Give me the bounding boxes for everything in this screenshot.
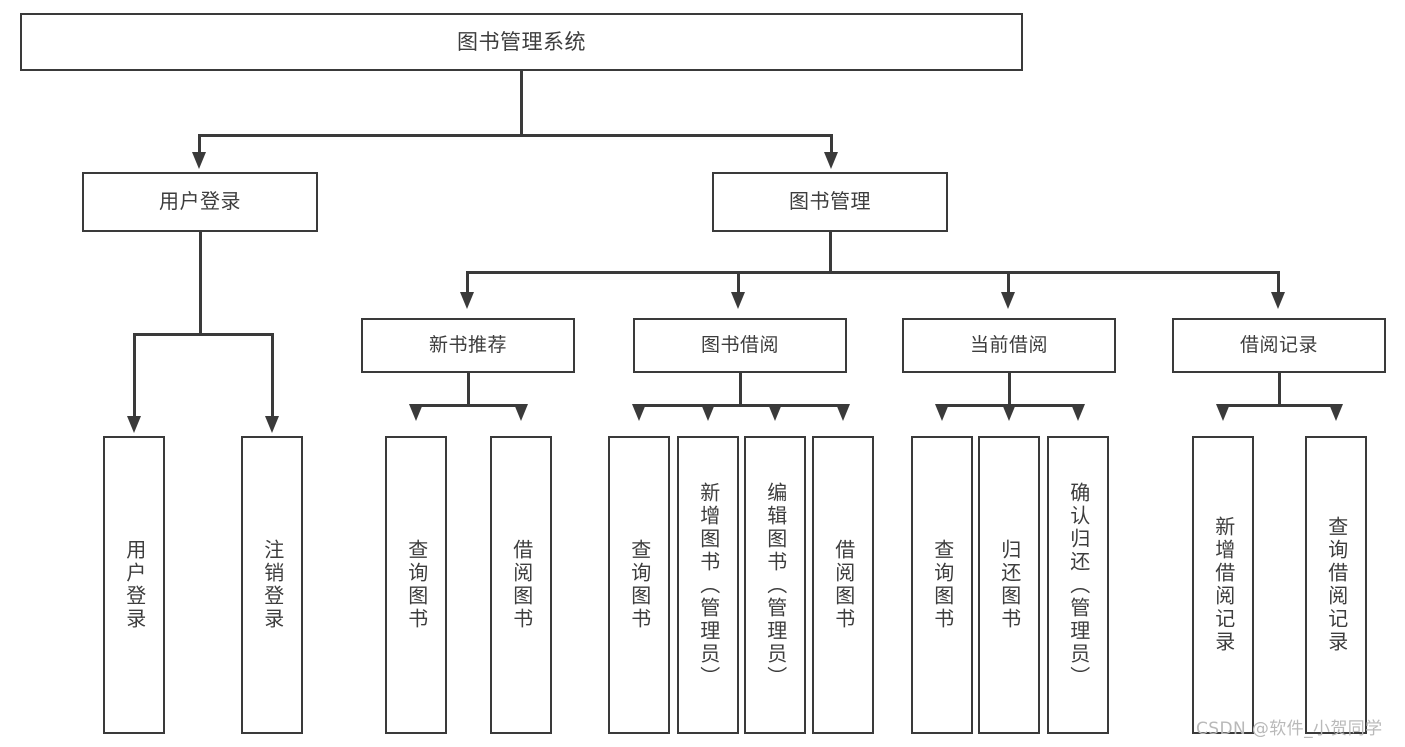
csdn-watermark: CSDN @软件_小贺同学 [1196,719,1383,739]
connector-book-mgmt-drop-2 [737,271,740,295]
node-borrow-records-label: 借阅记录 [1239,334,1318,357]
arrow-new-book-leaf-2 [514,404,528,421]
arrow-root-to-user-login [192,152,206,169]
leaf-new-book-2[interactable]: 借阅图书 [490,436,552,734]
node-new-book-recommend-label: 新书推荐 [428,334,507,357]
node-book-management-label: 图书管理 [789,189,871,214]
leaf-current-borrow-2-label: 归还图书 [997,539,1022,631]
node-current-borrow[interactable]: 当前借阅 [902,318,1116,373]
node-borrow-records[interactable]: 借阅记录 [1172,318,1386,373]
leaf-book-borrow-2[interactable]: 新增图书（管理员） [677,436,739,734]
connector-borrow-records-bar [1222,404,1336,407]
connector-user-login-stem [199,232,202,335]
leaf-book-borrow-2-label: 新增图书（管理员） [696,481,721,689]
leaf-borrow-records-1[interactable]: 新增借阅记录 [1192,436,1254,734]
node-current-borrow-label: 当前借阅 [969,334,1048,357]
arrow-book-borrow-leaf-4 [836,404,850,421]
leaf-current-borrow-1[interactable]: 查询图书 [911,436,973,734]
connector-new-book-bar [415,404,521,407]
arrow-book-mgmt-to-borrow-records [1271,292,1285,309]
connector-user-login-drop-1 [133,333,136,418]
node-user-login[interactable]: 用户登录 [82,172,318,232]
leaf-user-login-2[interactable]: 注销登录 [241,436,303,734]
arrow-current-borrow-leaf-2 [1002,404,1016,421]
leaf-current-borrow-3[interactable]: 确认归还（管理员） [1047,436,1109,734]
connector-borrow-records-stem [1278,373,1281,406]
leaf-user-login-1-label: 用户登录 [122,539,147,631]
arrow-current-borrow-leaf-3 [1071,404,1085,421]
leaf-book-borrow-3-label: 编辑图书（管理员） [763,481,788,689]
leaf-current-borrow-1-label: 查询图书 [930,539,955,631]
node-user-login-label: 用户登录 [159,189,241,214]
arrow-book-mgmt-to-book-borrow [731,292,745,309]
connector-book-mgmt-drop-4 [1277,271,1280,295]
leaf-book-borrow-1-label: 查询图书 [627,539,652,631]
leaf-current-borrow-2[interactable]: 归还图书 [978,436,1040,734]
connector-root-to-user-login [198,134,201,154]
connector-book-borrow-stem [739,373,742,406]
connector-root-stem [520,71,523,136]
connector-root-to-book-mgmt [830,134,833,154]
connector-new-book-stem [467,373,470,406]
arrow-new-book-leaf-1 [409,404,423,421]
connector-book-borrow-bar [638,404,842,407]
arrow-borrow-records-leaf-2 [1329,404,1343,421]
arrow-current-borrow-leaf-1 [935,404,949,421]
leaf-book-borrow-3[interactable]: 编辑图书（管理员） [744,436,806,734]
arrow-book-borrow-leaf-1 [632,404,646,421]
arrow-book-borrow-leaf-2 [701,404,715,421]
arrow-book-mgmt-to-new-book [460,292,474,309]
arrow-book-borrow-leaf-3 [768,404,782,421]
node-book-borrow[interactable]: 图书借阅 [633,318,847,373]
connector-book-mgmt-stem [829,232,832,273]
leaf-borrow-records-2-label: 查询借阅记录 [1324,516,1349,654]
leaf-book-borrow-4[interactable]: 借阅图书 [812,436,874,734]
leaf-user-login-1[interactable]: 用户登录 [103,436,165,734]
arrow-book-mgmt-to-current-borrow [1001,292,1015,309]
leaf-new-book-1-label: 查询图书 [404,539,429,631]
connector-current-borrow-stem [1008,373,1011,406]
connector-book-mgmt-bar [466,271,1278,274]
node-root-label: 图书管理系统 [457,29,586,54]
leaf-user-login-2-label: 注销登录 [260,539,285,631]
arrow-user-login-leaf-2 [265,416,279,433]
node-book-management[interactable]: 图书管理 [712,172,948,232]
leaf-current-borrow-3-label: 确认归还（管理员） [1066,481,1091,689]
leaf-borrow-records-2[interactable]: 查询借阅记录 [1305,436,1367,734]
arrow-borrow-records-leaf-1 [1216,404,1230,421]
node-book-borrow-label: 图书借阅 [700,334,779,357]
connector-user-login-bar [133,333,273,336]
arrow-root-to-book-mgmt [824,152,838,169]
node-new-book-recommend[interactable]: 新书推荐 [361,318,575,373]
leaf-book-borrow-1[interactable]: 查询图书 [608,436,670,734]
leaf-new-book-1[interactable]: 查询图书 [385,436,447,734]
leaf-borrow-records-1-label: 新增借阅记录 [1211,516,1236,654]
node-root[interactable]: 图书管理系统 [20,13,1023,71]
connector-book-mgmt-drop-1 [466,271,469,295]
connector-root-bar [198,134,832,137]
arrow-user-login-leaf-1 [127,416,141,433]
leaf-book-borrow-4-label: 借阅图书 [831,539,856,631]
connector-book-mgmt-drop-3 [1007,271,1010,295]
leaf-new-book-2-label: 借阅图书 [509,539,534,631]
connector-user-login-drop-2 [271,333,274,418]
